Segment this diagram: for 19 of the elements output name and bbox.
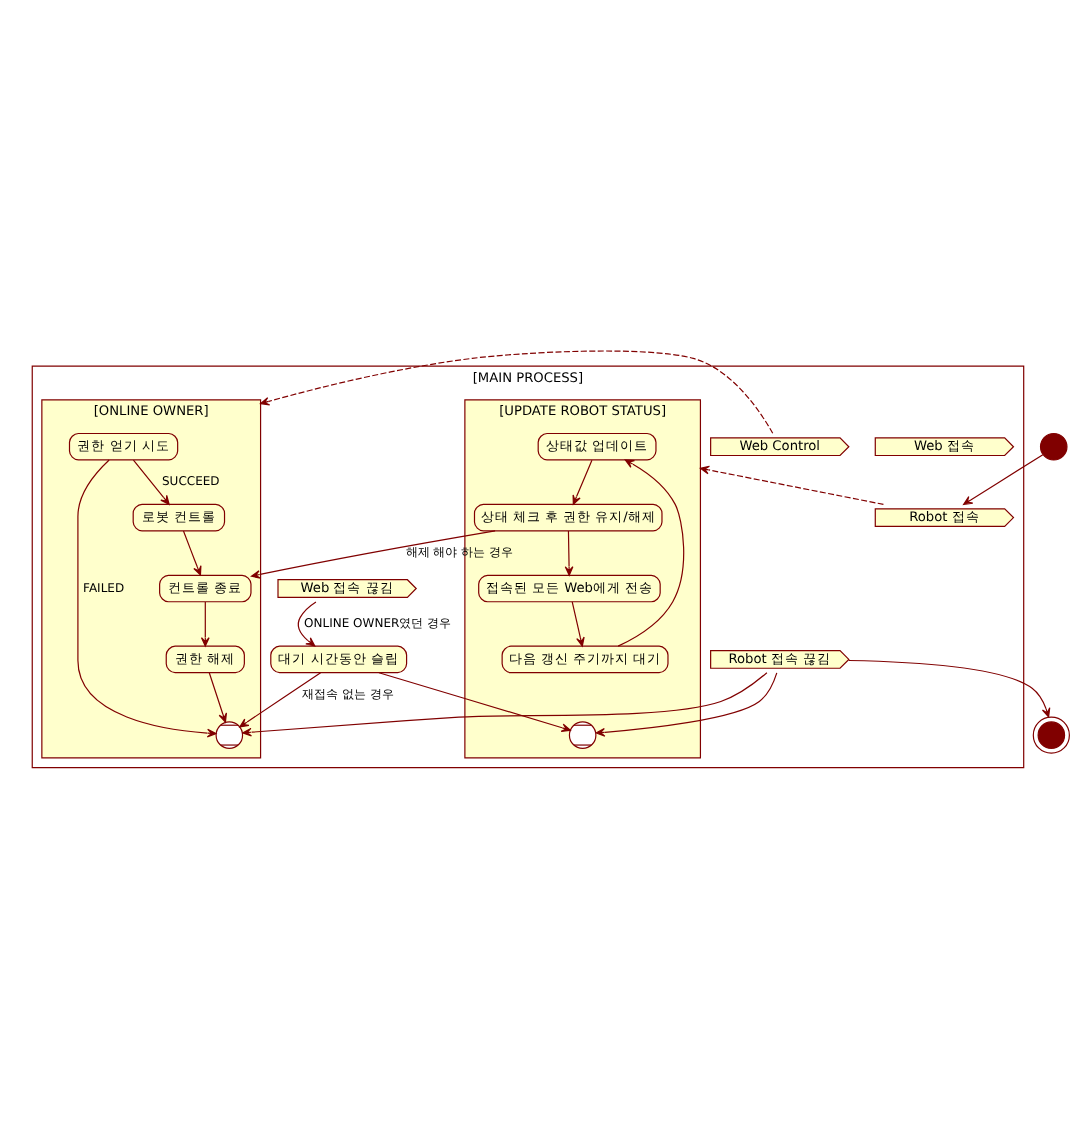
arrow <box>259 349 774 433</box>
arrow <box>132 458 170 504</box>
arrow <box>242 671 768 736</box>
arrow <box>200 600 210 646</box>
arrow <box>572 458 593 504</box>
arrow <box>182 529 202 575</box>
arrow <box>239 671 322 727</box>
arrow <box>250 529 496 578</box>
arrow <box>77 458 217 737</box>
arrow <box>699 464 885 504</box>
node-circle <box>1039 431 1068 460</box>
arrow <box>848 658 1051 717</box>
arrow <box>378 671 571 731</box>
arrow <box>571 600 585 646</box>
arrow <box>595 671 778 736</box>
arrow <box>208 671 227 722</box>
arrow <box>297 600 317 646</box>
arrow <box>564 529 574 575</box>
arrow <box>617 458 685 646</box>
